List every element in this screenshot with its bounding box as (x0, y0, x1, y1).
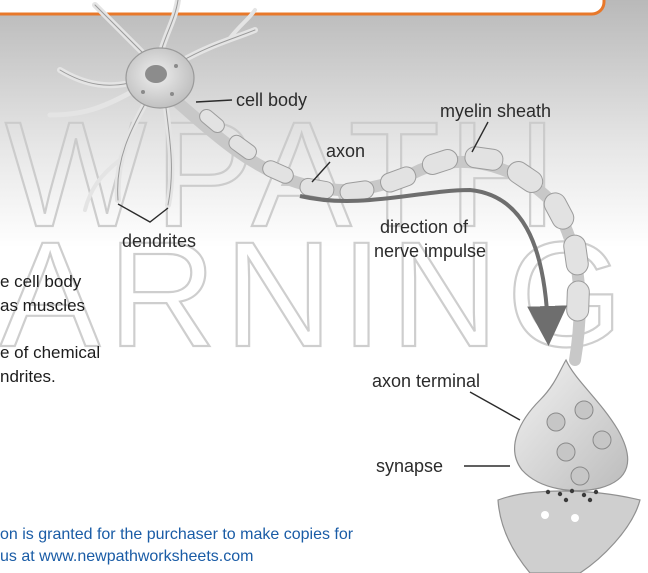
header-box (0, 0, 604, 14)
footer-line-1: on is granted for the purchaser to make … (0, 526, 354, 543)
label-myelin-sheath: myelin sheath (440, 101, 551, 121)
label-axon-terminal: axon terminal (372, 371, 480, 391)
axon-terminal-bulb (515, 360, 628, 491)
label-cell-body: cell body (236, 90, 307, 110)
body-text-line-2: as muscles (0, 296, 85, 315)
label-dendrites: dendrites (122, 231, 196, 251)
postsynaptic-cell (498, 491, 640, 573)
label-direction-line-1: direction of (380, 217, 469, 237)
body-text-line-3: e of chemical (0, 343, 100, 362)
body-text-line-1: e cell body (0, 272, 82, 291)
body-text-line-4: ndrites. (0, 367, 56, 386)
label-synapse: synapse (376, 456, 443, 476)
label-direction-line-2: nerve impulse (374, 241, 486, 261)
watermark: WPATH ARNING (0, 90, 631, 378)
nucleus (145, 65, 167, 83)
cell-body-soma (126, 48, 194, 108)
footer-line-2: us at www.newpathworksheets.com (0, 548, 253, 565)
footer-notice: on is granted for the purchaser to make … (0, 526, 354, 565)
label-axon: axon (326, 141, 365, 161)
